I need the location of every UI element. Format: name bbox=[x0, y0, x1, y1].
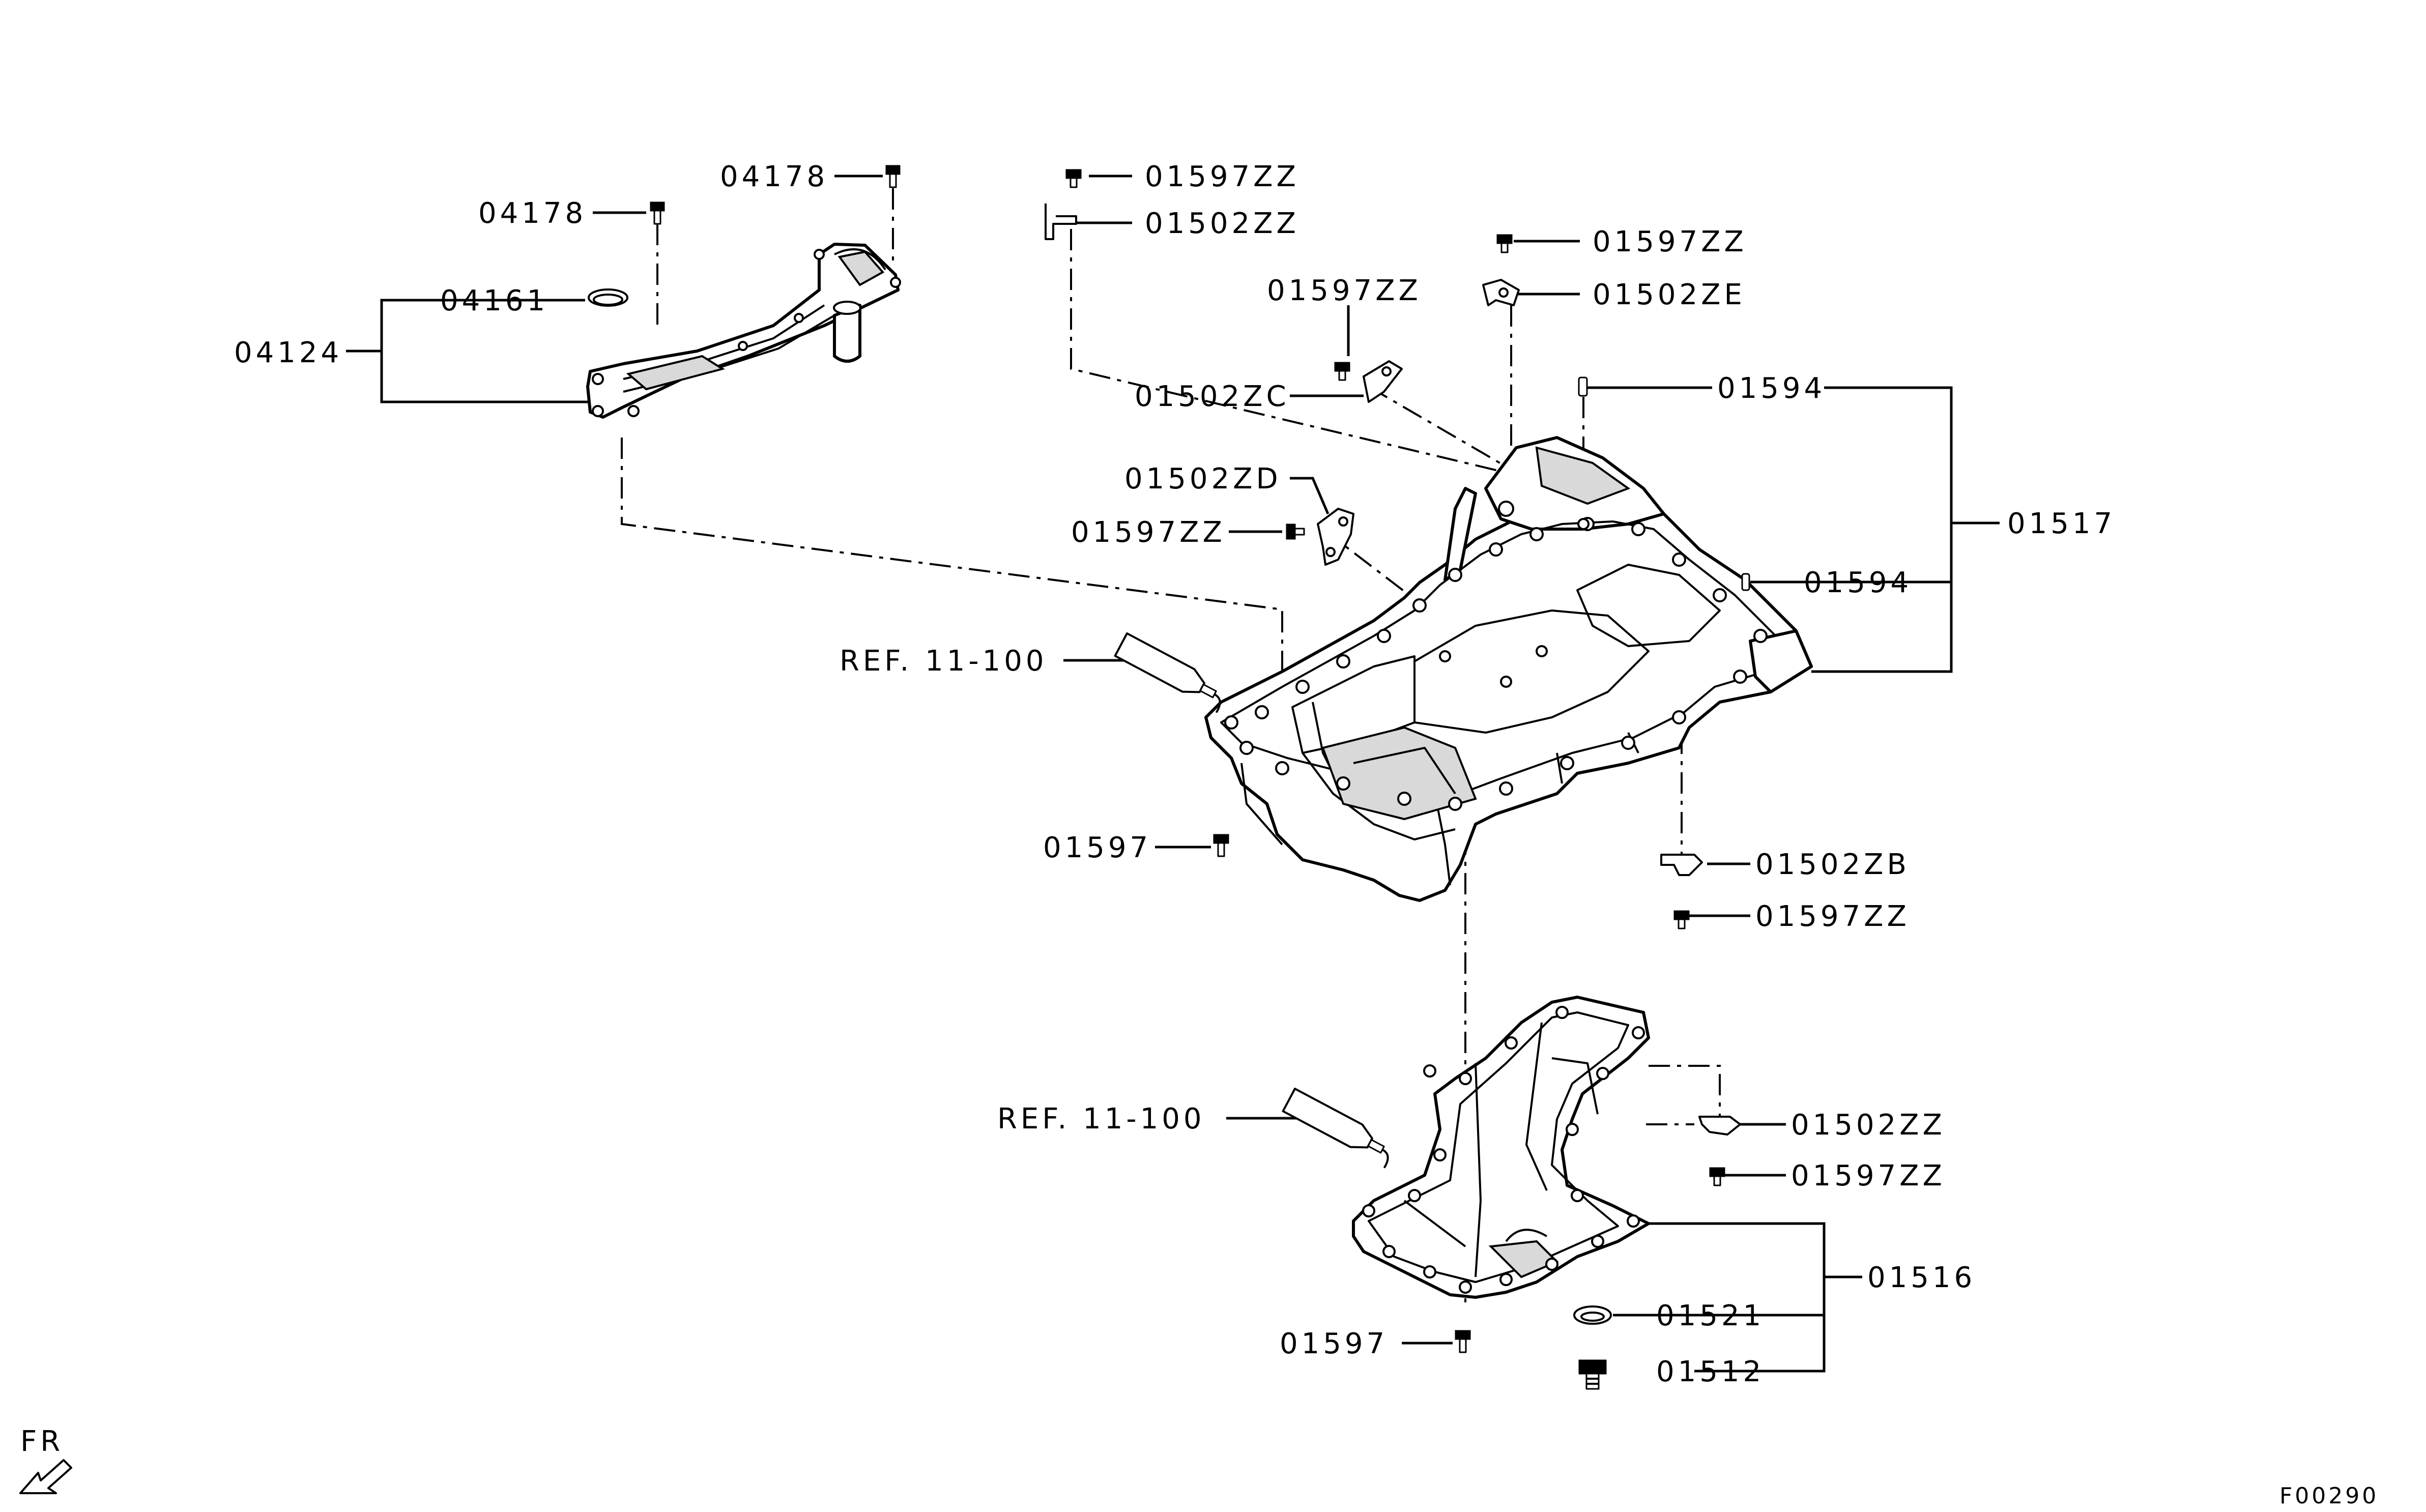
pan-bolt-holes bbox=[1224, 501, 1768, 811]
label-01594-top: 01594 bbox=[1717, 372, 1826, 405]
label-01597zz-right-low: 01597ZZ bbox=[1755, 900, 1910, 933]
label-01502ze: 01502ZE bbox=[1593, 278, 1746, 311]
label-01502zb: 01502ZB bbox=[1755, 848, 1910, 881]
label-ref-lower: REF. 11-100 bbox=[997, 1102, 1205, 1136]
label-01512: 01512 bbox=[1656, 1355, 1765, 1388]
label-01597zz-lower: 01597ZZ bbox=[1791, 1159, 1946, 1193]
label-01502zz-top: 01502ZZ bbox=[1145, 207, 1299, 240]
label-01516: 01516 bbox=[1867, 1261, 1976, 1294]
label-01597zz-top: 01597ZZ bbox=[1145, 160, 1299, 193]
label-01594-right: 01594 bbox=[1804, 566, 1912, 599]
label-01597-mid: 01597 bbox=[1043, 831, 1151, 864]
lower-oil-pan bbox=[1352, 996, 1650, 1299]
label-01597-lower: 01597 bbox=[1280, 1327, 1388, 1360]
label-01597zz-left-mid: 01597ZZ bbox=[1071, 516, 1226, 549]
label-04161: 04161 bbox=[440, 284, 548, 317]
oil-strainer-assembly bbox=[586, 165, 901, 419]
part-labels: 04178 04178 04161 04124 01597ZZ 01502ZZ … bbox=[20, 160, 2379, 1509]
label-ref-upper: REF. 11-100 bbox=[840, 645, 1047, 678]
front-arrow-icon bbox=[19, 1459, 72, 1494]
label-01502zz-lower: 01502ZZ bbox=[1791, 1109, 1946, 1142]
label-01517: 01517 bbox=[2007, 507, 2116, 540]
upper-oil-pan bbox=[1204, 436, 1813, 902]
label-fr: FR bbox=[20, 1425, 64, 1458]
label-04178-left: 04178 bbox=[478, 197, 587, 230]
label-04178-top: 04178 bbox=[720, 160, 828, 193]
label-01597zz-center: 01597ZZ bbox=[1267, 274, 1422, 307]
label-01502zd: 01502ZD bbox=[1124, 462, 1282, 496]
figure-id: F00290 bbox=[2279, 1483, 2379, 1509]
label-01521: 01521 bbox=[1656, 1299, 1765, 1332]
fasteners bbox=[1045, 169, 1750, 1390]
leader-lines bbox=[346, 175, 2000, 1373]
label-04124: 04124 bbox=[234, 336, 342, 369]
label-01597zz-right-top: 01597ZZ bbox=[1593, 225, 1747, 258]
label-01502zc: 01502ZC bbox=[1135, 380, 1290, 413]
lower-pan-bolt-holes bbox=[1362, 1006, 1645, 1294]
assembly-lines bbox=[621, 188, 1721, 1302]
